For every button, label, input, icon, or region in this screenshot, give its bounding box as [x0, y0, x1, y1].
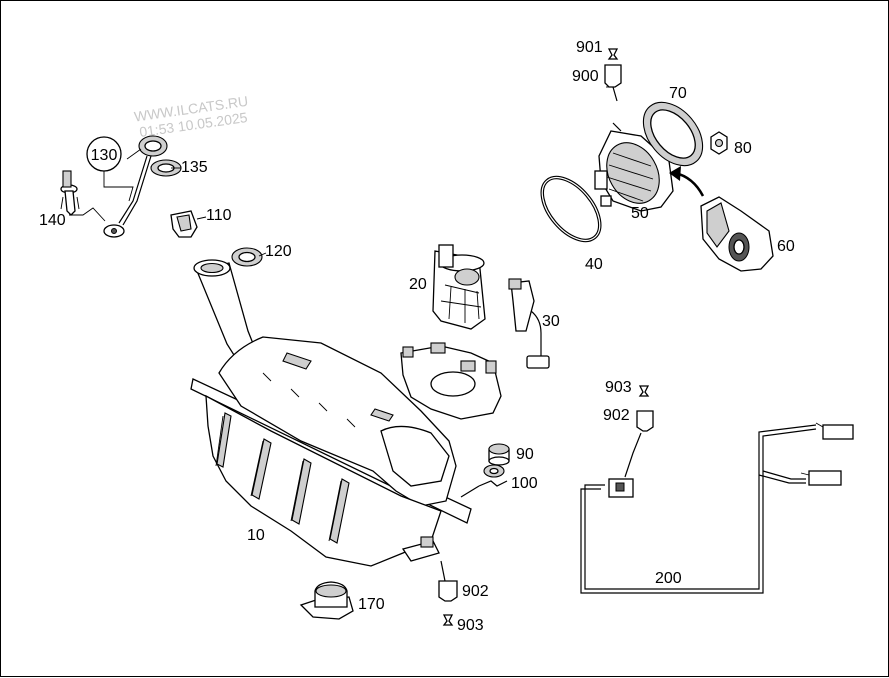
callout-10[interactable]: 10: [247, 527, 265, 544]
callout-60[interactable]: 60: [777, 238, 795, 255]
part-10-fuel-tank[interactable]: [190, 259, 472, 567]
callout-170[interactable]: 170: [358, 596, 385, 613]
callout-40[interactable]: 40: [585, 256, 603, 273]
assembly-arrow: [669, 166, 705, 197]
callout-902-bottom[interactable]: 902: [462, 583, 489, 600]
part-140-clip[interactable]: [60, 170, 80, 216]
part-30-level-sensor[interactable]: [508, 278, 550, 369]
callout-200[interactable]: 200: [655, 570, 682, 587]
part-70-seal-ring[interactable]: [631, 91, 714, 177]
callout-140[interactable]: 140: [39, 212, 66, 229]
part-135-seal[interactable]: [150, 159, 182, 177]
part-60-connector[interactable]: [700, 196, 774, 272]
leader-lines: [69, 86, 613, 257]
part-120-grommet[interactable]: [231, 247, 263, 267]
part-170-cap[interactable]: [299, 581, 354, 620]
callout-50[interactable]: 50: [631, 205, 649, 222]
pump-housing[interactable]: [400, 342, 502, 420]
callout-902-top[interactable]: 902: [603, 407, 630, 424]
callout-900[interactable]: 900: [572, 68, 599, 85]
watermark: WWW.ILCATS.RU 01:53 10.05.2025: [133, 93, 249, 140]
callout-130[interactable]: 130: [86, 136, 122, 172]
part-50-pump-flange[interactable]: [594, 122, 674, 213]
callout-110[interactable]: 110: [206, 207, 232, 224]
callout-80[interactable]: 80: [734, 140, 752, 157]
part-20-fuel-pump[interactable]: [432, 244, 486, 330]
callout-135[interactable]: 135: [181, 159, 208, 176]
callout-90[interactable]: 90: [516, 446, 534, 463]
part-40-o-ring[interactable]: [531, 167, 611, 251]
part-110-bracket[interactable]: [170, 210, 198, 238]
part-902-connector-harness[interactable]: [624, 385, 654, 478]
part-902-connector-tank[interactable]: [438, 560, 458, 626]
callout-70[interactable]: 70: [669, 85, 687, 102]
callout-20[interactable]: 20: [409, 276, 427, 293]
part-90-grommet[interactable]: [488, 443, 510, 466]
part-200-wiring-harness[interactable]: [580, 422, 854, 594]
part-100-washer[interactable]: [460, 464, 508, 498]
callout-30[interactable]: 30: [542, 313, 560, 330]
callout-903-top[interactable]: 903: [605, 379, 632, 396]
callout-120[interactable]: 120: [265, 243, 292, 260]
callout-903-bottom[interactable]: 903: [457, 617, 484, 634]
callout-901[interactable]: 901: [576, 39, 603, 56]
part-900-connector-top[interactable]: [604, 48, 622, 102]
callout-100[interactable]: 100: [511, 475, 538, 492]
callout-130-label: 130: [91, 147, 118, 164]
part-130-fuel-cap[interactable]: [103, 135, 168, 238]
part-80-nut[interactable]: [710, 131, 728, 155]
